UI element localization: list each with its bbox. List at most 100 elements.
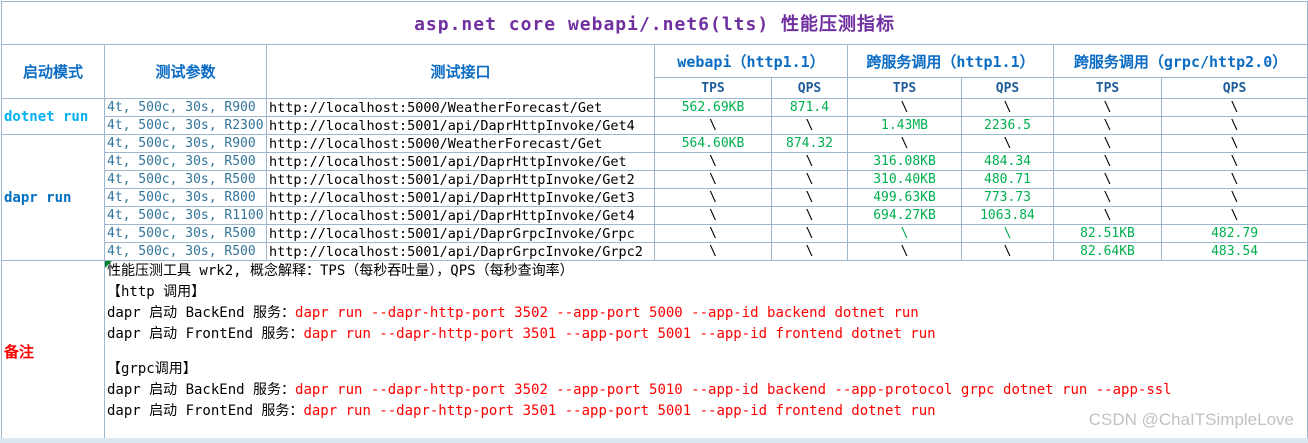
metric-cell[interactable]: \ (771, 116, 848, 135)
remark-command: dapr run --dapr-http-port 3501 --app-por… (303, 326, 936, 342)
metric-cell[interactable]: \ (1160, 170, 1308, 189)
bottom-pane-strip (0, 438, 1308, 443)
url-cell[interactable]: http://localhost:5001/api/DaprHttpInvoke… (266, 170, 655, 189)
params-cell[interactable]: 4t, 500c, 30s, R900 (104, 134, 267, 153)
metric-cell[interactable]: \ (771, 188, 848, 207)
metric-cell[interactable]: \ (771, 152, 848, 171)
metric-cell[interactable]: 82.64KB (1053, 242, 1162, 261)
launch-mode-dapr-run[interactable]: dapr run (1, 134, 105, 261)
metric-cell[interactable]: \ (654, 116, 772, 135)
remark-label[interactable]: 备注 (1, 260, 105, 442)
url-cell[interactable]: http://localhost:5000/WeatherForecast/Ge… (266, 98, 655, 117)
metric-cell[interactable]: \ (1160, 188, 1308, 207)
metric-cell[interactable]: 480.71 (961, 170, 1054, 189)
metric-cell[interactable]: \ (961, 98, 1054, 117)
subheader-qps-2[interactable]: QPS (961, 77, 1054, 99)
params-cell[interactable]: 4t, 500c, 30s, R500 (104, 224, 267, 243)
url-cell[interactable]: http://localhost:5001/api/DaprHttpInvoke… (266, 116, 655, 135)
remark-line: 【http 调用】 (107, 282, 1305, 303)
metric-cell[interactable]: \ (1160, 152, 1308, 171)
metric-cell[interactable]: \ (1160, 134, 1308, 153)
metric-cell[interactable]: \ (847, 98, 962, 117)
remark-line: dapr 启动 FrontEnd 服务：dapr run --dapr-http… (107, 401, 1305, 422)
metric-cell[interactable]: \ (961, 134, 1054, 153)
metric-cell[interactable]: 310.40KB (847, 170, 962, 189)
metric-cell[interactable]: \ (1053, 134, 1162, 153)
metric-cell[interactable]: \ (771, 170, 848, 189)
params-cell[interactable]: 4t, 500c, 30s, R500 (104, 242, 267, 261)
metric-cell[interactable]: 482.79 (1160, 224, 1308, 243)
page-title[interactable]: asp.net core webapi/.net6(lts) 性能压测指标 (0, 1, 1308, 45)
params-cell[interactable]: 4t, 500c, 30s, R500 (104, 152, 267, 171)
remark-line: dapr 启动 BackEnd 服务：dapr run --dapr-http-… (107, 303, 1305, 324)
metric-cell[interactable]: 694.27KB (847, 206, 962, 225)
subheader-qps-1[interactable]: QPS (771, 77, 848, 99)
metric-cell[interactable]: 484.34 (961, 152, 1054, 171)
metric-cell[interactable]: \ (1053, 152, 1162, 171)
metric-cell[interactable]: 871.4 (771, 98, 848, 117)
url-cell[interactable]: http://localhost:5001/api/DaprGrpcInvoke… (266, 242, 655, 261)
url-cell[interactable]: http://localhost:5001/api/DaprGrpcInvoke… (266, 224, 655, 243)
subheader-qps-3[interactable]: QPS (1160, 77, 1308, 99)
group-header-cross-service-http11[interactable]: 跨服务调用（http1.1） (847, 44, 1054, 78)
metric-cell[interactable]: \ (847, 224, 962, 243)
subheader-tps-3[interactable]: TPS (1053, 77, 1162, 99)
params-cell[interactable]: 4t, 500c, 30s, R800 (104, 188, 267, 207)
metric-cell[interactable]: \ (1160, 116, 1308, 135)
metric-cell[interactable]: 82.51KB (1053, 224, 1162, 243)
metric-cell[interactable]: \ (654, 242, 772, 261)
metric-cell[interactable]: \ (1053, 206, 1162, 225)
metric-cell[interactable]: \ (654, 152, 772, 171)
metric-cell[interactable]: 483.54 (1160, 242, 1308, 261)
metric-cell[interactable]: 564.60KB (654, 134, 772, 153)
col-header-launch-mode[interactable]: 启动模式 (1, 44, 105, 99)
metric-cell[interactable]: 1.43MB (847, 116, 962, 135)
metric-cell[interactable]: \ (771, 242, 848, 261)
metric-cell[interactable]: 2236.5 (961, 116, 1054, 135)
metric-cell[interactable]: \ (847, 134, 962, 153)
remark-text: dapr 启动 FrontEnd 服务： (107, 403, 304, 419)
metric-cell[interactable]: 1063.84 (961, 206, 1054, 225)
url-cell[interactable]: http://localhost:5001/api/DaprHttpInvoke… (266, 188, 655, 207)
cell-note-triangle-icon (105, 261, 112, 268)
metric-cell[interactable]: 773.73 (961, 188, 1054, 207)
launch-mode-dotnet-run[interactable]: dotnet run (1, 98, 105, 135)
metric-cell[interactable]: 562.69KB (654, 98, 772, 117)
remark-cell[interactable]: 性能压测工具 wrk2, 概念解释：TPS（每秒吞吐量），QPS（每秒查询率） … (103, 260, 1308, 442)
metric-cell[interactable]: \ (654, 188, 772, 207)
group-header-webapi-http11[interactable]: webapi（http1.1） (654, 44, 848, 78)
col-header-test-api[interactable]: 测试接口 (266, 44, 655, 99)
params-cell[interactable]: 4t, 500c, 30s, R1100 (104, 206, 267, 225)
metric-cell[interactable]: \ (961, 242, 1054, 261)
metric-cell[interactable]: \ (654, 206, 772, 225)
metric-cell[interactable]: \ (654, 170, 772, 189)
metric-cell[interactable]: 316.08KB (847, 152, 962, 171)
url-cell[interactable]: http://localhost:5001/api/DaprHttpInvoke… (266, 206, 655, 225)
metric-cell[interactable]: \ (1053, 98, 1162, 117)
subheader-tps-1[interactable]: TPS (654, 77, 772, 99)
metric-cell[interactable]: \ (1053, 188, 1162, 207)
metric-cell[interactable]: 499.63KB (847, 188, 962, 207)
metric-cell[interactable]: \ (654, 224, 772, 243)
params-cell[interactable]: 4t, 500c, 30s, R2300 (104, 116, 267, 135)
metric-cell[interactable]: 874.32 (771, 134, 848, 153)
metric-cell[interactable]: \ (1160, 98, 1308, 117)
metric-cell[interactable]: \ (771, 206, 848, 225)
metric-cell[interactable]: \ (847, 242, 962, 261)
url-cell[interactable]: http://localhost:5001/api/DaprHttpInvoke… (266, 152, 655, 171)
metric-cell[interactable]: \ (1160, 206, 1308, 225)
params-cell[interactable]: 4t, 500c, 30s, R900 (104, 98, 267, 117)
table-row: 4t, 500c, 30s, R500 http://localhost:500… (2, 170, 1308, 189)
metric-cell[interactable]: \ (771, 224, 848, 243)
metric-cell[interactable]: \ (1053, 116, 1162, 135)
remark-blank-line (107, 345, 1305, 359)
url-cell[interactable]: http://localhost:5000/WeatherForecast/Ge… (266, 134, 655, 153)
col-header-test-params[interactable]: 测试参数 (104, 44, 267, 99)
remark-text: 性能压测工具 wrk2, 概念解释：TPS（每秒吞吐量），QPS（每秒查询率） (107, 263, 574, 279)
metric-cell[interactable]: \ (961, 224, 1054, 243)
subheader-tps-2[interactable]: TPS (847, 77, 962, 99)
group-header-cross-service-grpc[interactable]: 跨服务调用（grpc/http2.0） (1052, 44, 1308, 78)
metric-cell[interactable]: \ (1053, 170, 1162, 189)
params-cell[interactable]: 4t, 500c, 30s, R500 (104, 170, 267, 189)
